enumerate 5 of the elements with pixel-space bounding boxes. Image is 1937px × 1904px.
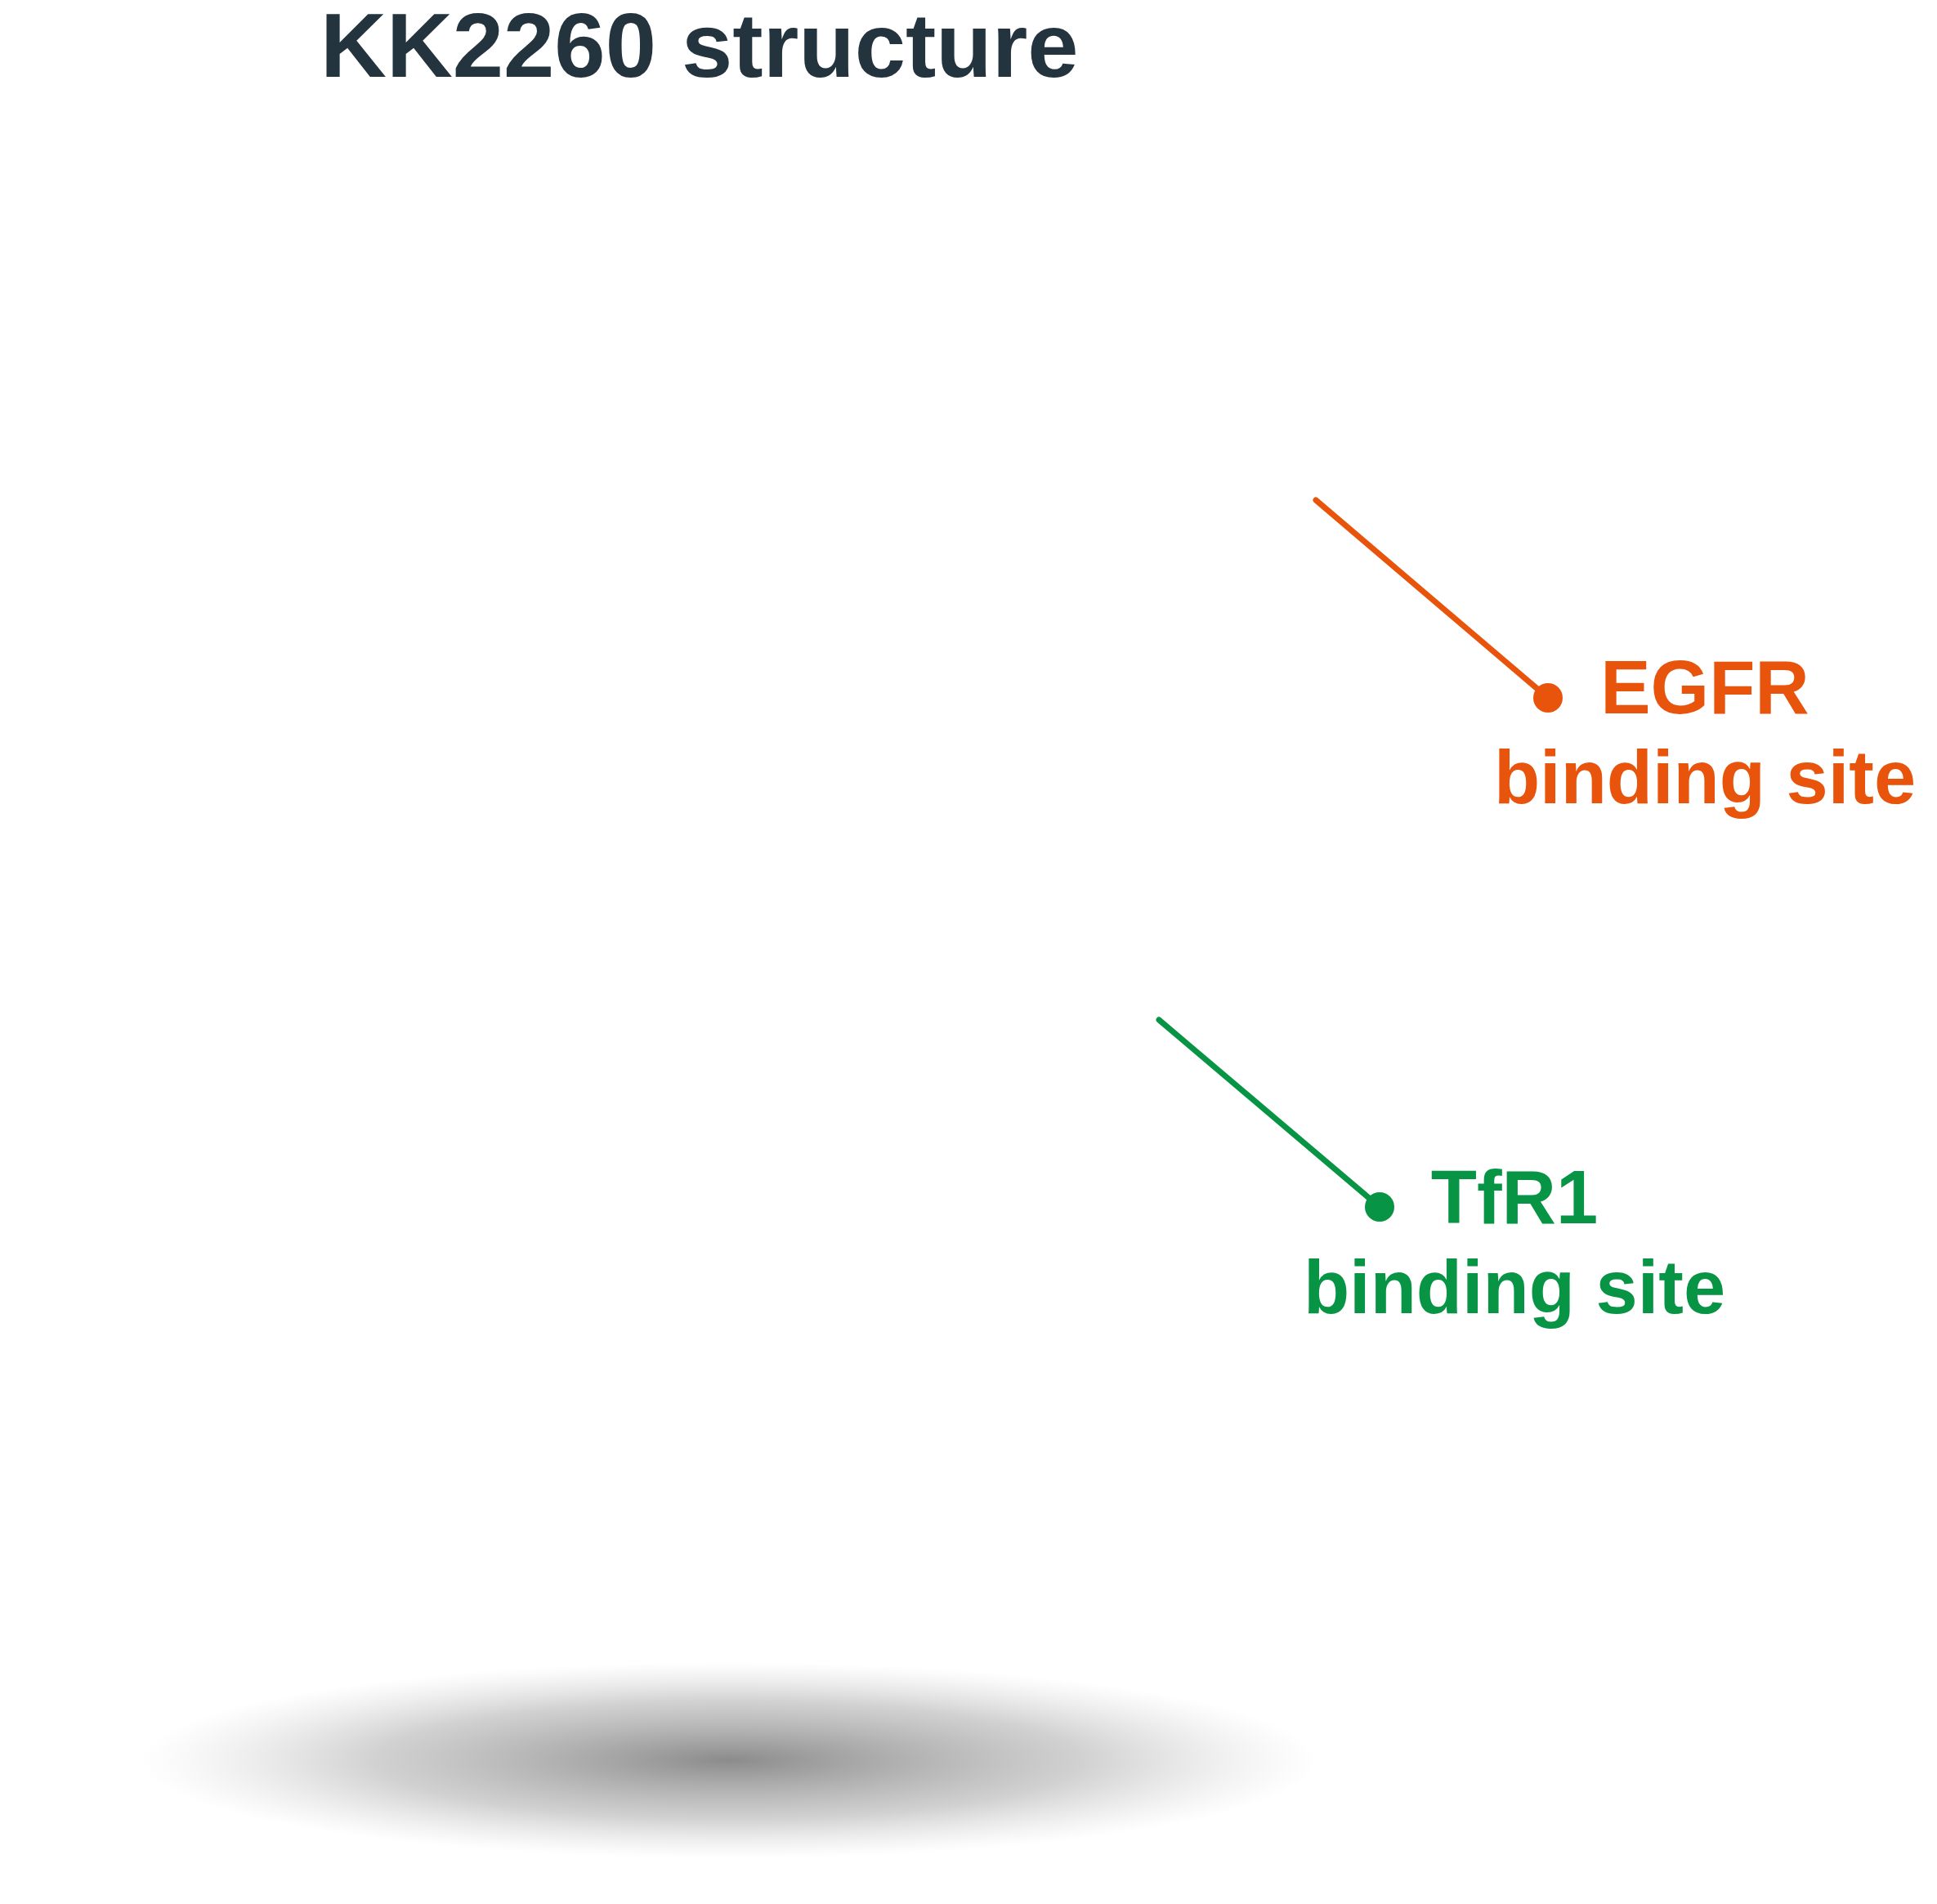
- callout-label: TfR1 binding site: [1302, 1155, 1727, 1331]
- leader-line: [1313, 497, 1563, 713]
- title: KK2260 structure: [320, 0, 1079, 96]
- callout-label: EGFR binding site: [1492, 645, 1917, 821]
- leader-line: [1156, 1017, 1394, 1222]
